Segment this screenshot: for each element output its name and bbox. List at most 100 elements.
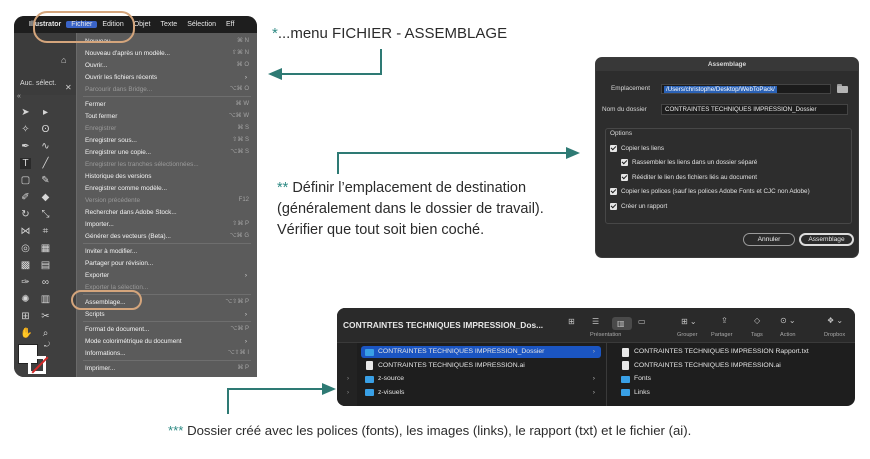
menu-item[interactable]: Ouvrir les fichiers récents›: [85, 72, 249, 83]
lasso-icon[interactable]: ʘ: [41, 124, 50, 135]
menu-item[interactable]: Mode colorimétrique du document›: [85, 336, 249, 347]
hand-tool-icon[interactable]: ✋: [20, 328, 33, 339]
menu-item[interactable]: Historique des versions: [85, 171, 249, 182]
close-tab-icon[interactable]: ✕: [65, 83, 72, 92]
menu-item[interactable]: Partager pour révision...: [85, 258, 249, 269]
type-tool-icon[interactable]: T: [20, 158, 31, 169]
menu-item[interactable]: Inviter à modifier...: [85, 246, 249, 257]
line-tool-icon[interactable]: ╱: [42, 158, 49, 169]
menu-item[interactable]: Scripts›: [85, 309, 249, 320]
menu-item[interactable]: Ouvrir...⌘ O: [85, 60, 249, 71]
menu-item[interactable]: Rechercher dans Adobe Stock...: [85, 207, 249, 218]
menu-item[interactable]: Exporter›: [85, 270, 249, 281]
menu-item[interactable]: Enregistrer une copie...⌥⌘ S: [85, 147, 249, 158]
graph-tool-icon[interactable]: ▥: [40, 294, 51, 305]
folder-browse-icon[interactable]: [837, 84, 848, 93]
checkbox-creer-rapport[interactable]: Créer un rapport: [610, 203, 667, 210]
menu-fichier[interactable]: Fichier: [66, 21, 98, 28]
free-transform-icon[interactable]: ⌗: [42, 226, 49, 237]
zoom-tool-icon[interactable]: ⌕: [42, 328, 49, 339]
list-view-icon[interactable]: ☰: [592, 317, 600, 326]
checkbox-label: Copier les polices (sauf les polices Ado…: [621, 188, 810, 195]
menu-edition[interactable]: Edition: [102, 21, 124, 28]
menu-item[interactable]: Parcourir dans Bridge...⌥⌘ O: [85, 84, 249, 95]
menu-item[interactable]: Fermer⌘ W: [85, 99, 249, 110]
magic-wand-icon[interactable]: ✧: [21, 124, 30, 135]
menu-item[interactable]: Assemblage...⌥⇧⌘ P: [85, 297, 249, 308]
symbol-sprayer-icon[interactable]: ✺: [21, 294, 30, 305]
width-tool-icon[interactable]: ⋈: [20, 226, 31, 237]
icon-view-icon[interactable]: ⊞: [568, 317, 575, 326]
gallery-view-icon[interactable]: ▭: [638, 317, 646, 326]
menu-item[interactable]: Nouveau d'après un modèle...⇧⌘ N: [85, 48, 249, 59]
column-view-button[interactable]: ▥: [612, 317, 632, 330]
finder-row[interactable]: CONTRAINTES TECHNIQUES IMPRESSION.ai: [617, 360, 855, 372]
checkbox-copier-liens[interactable]: Copier les liens: [610, 145, 664, 152]
checkbox-rassembler-liens[interactable]: Rassembler les liens dans un dossier sép…: [621, 159, 757, 166]
folder-name-field[interactable]: CONTRAINTES TECHNIQUES IMPRESSION_Dossie…: [661, 104, 848, 115]
scale-tool-icon[interactable]: ⤡: [41, 209, 50, 220]
stroke-swatch[interactable]: [28, 356, 46, 374]
menu-item[interactable]: Enregistrer les tranches sélectionnées..…: [85, 159, 249, 170]
artboard-tool-icon[interactable]: ⊞: [21, 311, 30, 322]
pen-tool-icon[interactable]: ✒: [21, 141, 30, 152]
finder-row[interactable]: Links: [617, 387, 855, 399]
menu-item[interactable]: Enregistrer comme modèle...: [85, 183, 249, 194]
tag-icon[interactable]: ◇: [754, 316, 761, 325]
slice-tool-icon[interactable]: ✂: [41, 311, 50, 322]
selection-tool-icon[interactable]: ➤: [21, 107, 30, 118]
menu-selection[interactable]: Sélection: [187, 21, 216, 28]
annotation-stars: *: [272, 25, 278, 42]
dropbox-icon[interactable]: ❖ ⌄: [827, 316, 844, 325]
menu-item-shortcut: ⌥⌘ S: [230, 149, 249, 155]
group-icon[interactable]: ⊞ ⌄: [681, 317, 697, 326]
finder-row[interactable]: CONTRAINTES TECHNIQUES IMPRESSION_Dossie…: [361, 346, 601, 358]
control-bar: ⌂ Auc. sélect.: [14, 33, 76, 95]
menu-item[interactable]: Imprimer...⌘ P: [85, 363, 249, 374]
collapse-chevron-icon[interactable]: «: [17, 93, 21, 100]
shape-builder-icon[interactable]: ◎: [21, 243, 30, 254]
finder-row[interactable]: Fonts: [617, 373, 855, 385]
shaper-tool-icon[interactable]: ✐: [21, 192, 30, 203]
rotate-tool-icon[interactable]: ↻: [21, 209, 30, 220]
perspective-grid-icon[interactable]: ▦: [40, 243, 51, 254]
menu-item[interactable]: Enregistrer⌘ S: [85, 123, 249, 134]
mesh-tool-icon[interactable]: ▩: [20, 260, 31, 271]
swap-colors-icon[interactable]: ⤾: [44, 342, 50, 349]
rectangle-tool-icon[interactable]: ▢: [20, 175, 31, 186]
disclosure-chevron-icon[interactable]: ›: [347, 376, 349, 382]
finder-row[interactable]: ›z-visuels›: [347, 387, 601, 399]
menu-item-shortcut: ⌘ N: [237, 38, 249, 44]
cancel-button[interactable]: Annuler: [743, 233, 795, 246]
annotation-stars: ***: [168, 423, 184, 438]
menu-item[interactable]: Importer...⇧⌘ P: [85, 219, 249, 230]
action-icon[interactable]: ⊙ ⌄: [780, 316, 796, 325]
finder-row[interactable]: CONTRAINTES TECHNIQUES IMPRESSION.ai: [361, 360, 601, 372]
menu-item[interactable]: Exporter la sélection...: [85, 282, 249, 293]
finder-row[interactable]: ›z-source›: [347, 373, 601, 385]
curvature-tool-icon[interactable]: ∿: [41, 141, 50, 152]
location-field[interactable]: /Users/christophe/Desktop/WebToPack/: [661, 84, 831, 94]
menu-effet[interactable]: Eff: [225, 21, 235, 28]
menu-objet[interactable]: Objet: [133, 21, 151, 28]
menu-item[interactable]: Générer des vecteurs (Beta)...⌥⌘ G: [85, 231, 249, 242]
checkbox-copier-polices[interactable]: Copier les polices (sauf les polices Ado…: [610, 188, 810, 195]
menu-item[interactable]: Informations...⌥⇧⌘ I: [85, 348, 249, 359]
menu-item[interactable]: Enregistrer sous...⇧⌘ S: [85, 135, 249, 146]
home-icon[interactable]: ⌂: [61, 55, 67, 65]
blend-tool-icon[interactable]: ∞: [41, 277, 50, 288]
eyedropper-icon[interactable]: ✑: [21, 277, 30, 288]
menu-texte[interactable]: Texte: [160, 21, 178, 28]
finder-row[interactable]: CONTRAINTES TECHNIQUES IMPRESSION Rappor…: [617, 346, 855, 358]
eraser-icon[interactable]: ◆: [41, 192, 50, 203]
checkbox-reediter-lien[interactable]: Rééditer le lien des fichiers liés au do…: [621, 174, 757, 181]
assemblage-button[interactable]: Assemblage: [799, 233, 854, 246]
disclosure-chevron-icon[interactable]: ›: [347, 389, 349, 396]
gradient-tool-icon[interactable]: ▤: [40, 260, 51, 271]
paintbrush-icon[interactable]: ✎: [41, 175, 50, 186]
menu-item[interactable]: Format de document...⌥⌘ P: [85, 324, 249, 335]
share-icon[interactable]: ⇪: [721, 316, 728, 325]
direct-selection-tool-icon[interactable]: ▸: [42, 107, 49, 118]
menu-item[interactable]: Tout fermer⌥⌘ W: [85, 111, 249, 122]
